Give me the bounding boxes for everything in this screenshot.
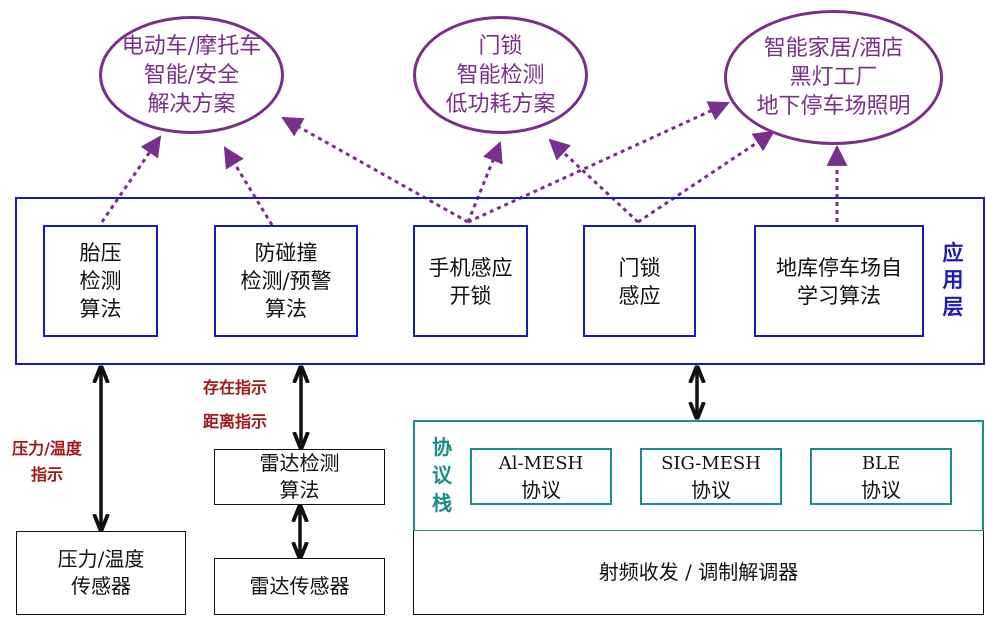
phone-unlock-algorithm: 手机感应 开锁 — [413, 225, 528, 337]
protocol-label-char: 议 — [432, 463, 452, 487]
ev-motorcycle-solution: 电动车/摩托车 智能/安全 解决方案 — [99, 16, 284, 134]
algorithm-line: 算法 — [265, 297, 307, 321]
sensor-line: 传感器 — [71, 574, 131, 598]
protocol-line: 协议 — [691, 477, 731, 502]
radar-sensor: 雷达传感器 — [214, 558, 385, 615]
protocol-line: BLE — [861, 452, 901, 474]
algorithm-line: 感应 — [618, 284, 661, 308]
protocol-line: SIG-MESH — [661, 452, 761, 474]
signal-line: 指示 — [30, 465, 63, 484]
solution-line: 智能/安全 — [143, 62, 240, 88]
collision-detection-algorithm: 防碰撞 检测/预警 算法 — [214, 225, 358, 337]
layer-label-char: 应 — [942, 240, 964, 265]
protocol-stack-label: 协 议 栈 — [430, 433, 454, 517]
solution-line: 地下停车场照明 — [756, 94, 911, 119]
algorithm-line: 防碰撞 — [254, 241, 318, 265]
tire-pressure-algorithm: 胎压 检测 算法 — [43, 225, 158, 337]
collision-to-ev-arrow — [223, 146, 274, 226]
algorithm-line: 检测 — [79, 269, 122, 293]
radar-algo-line: 算法 — [279, 478, 320, 502]
rf-transceiver-modem: 射频收发 / 调制解调器 — [413, 531, 984, 615]
radar-algo-line: 雷达检测 — [259, 451, 340, 475]
phone-to-ev-arrow — [281, 116, 469, 224]
doorlock-to-smarthome-arrow — [637, 130, 775, 224]
algorithm-line: 手机感应 — [428, 256, 513, 280]
algorithm-line: 检测/预警 — [240, 269, 332, 293]
algorithm-line: 开锁 — [449, 284, 492, 308]
layer-label-char: 用 — [942, 267, 964, 292]
algorithm-line: 地库停车场自 — [776, 256, 902, 280]
tire-to-ev-arrow — [100, 135, 162, 223]
al-mesh-protocol: Al-MESH 协议 — [470, 448, 612, 505]
solution-line: 黑灯工厂 — [789, 65, 878, 90]
distance-signal-label: 距离指示 — [203, 412, 268, 431]
presence-signal-label: 存在指示 — [203, 378, 268, 397]
solution-line: 解决方案 — [147, 91, 236, 117]
protocol-line: 协议 — [521, 477, 561, 502]
radar-detection-algorithm: 雷达检测 算法 — [214, 449, 385, 505]
solution-line: 低功耗方案 — [445, 91, 556, 117]
layer-label-char: 层 — [942, 294, 964, 319]
algorithm-line: 学习算法 — [797, 284, 881, 308]
protocol-label-char: 栈 — [432, 491, 452, 515]
sig-mesh-protocol: SIG-MESH 协议 — [640, 448, 782, 505]
solution-line: 电动车/摩托车 — [121, 33, 262, 59]
door-lock-sensing-algorithm: 门锁 感应 — [583, 225, 696, 337]
algorithm-line: 门锁 — [618, 256, 661, 280]
sensor-line: 压力/温度 — [57, 547, 145, 571]
protocol-line: Al-MESH — [498, 452, 584, 474]
solution-line: 智能家居/酒店 — [763, 36, 904, 61]
pressure-temp-sensor: 压力/温度 传感器 — [16, 531, 186, 615]
smart-home-solution: 智能家居/酒店 黑灯工厂 地下停车场照明 — [724, 10, 943, 145]
protocol-line: 协议 — [861, 477, 901, 502]
signal-line: 压力/温度 — [12, 439, 82, 458]
rf-layer-text: 射频收发 / 调制解调器 — [598, 560, 799, 584]
algorithm-line: 胎压 — [79, 241, 122, 265]
door-lock-solution: 门锁 智能检测 低功耗方案 — [413, 16, 588, 134]
application-layer — [15, 197, 985, 365]
solution-line: 智能检测 — [456, 62, 545, 88]
solution-line: 门锁 — [478, 33, 523, 59]
application-layer-label: 应 用 层 — [940, 239, 966, 320]
algorithm-line: 算法 — [79, 297, 122, 321]
garage-learning-algorithm: 地库停车场自 学习算法 — [754, 225, 924, 337]
ble-protocol: BLE 协议 — [810, 448, 952, 505]
sensor-line: 雷达传感器 — [249, 574, 350, 598]
pressure-temp-signal-label: 压力/温度 指示 — [0, 436, 94, 488]
phone-to-lock-arrow — [466, 141, 503, 223]
protocol-label-char: 协 — [432, 435, 452, 459]
